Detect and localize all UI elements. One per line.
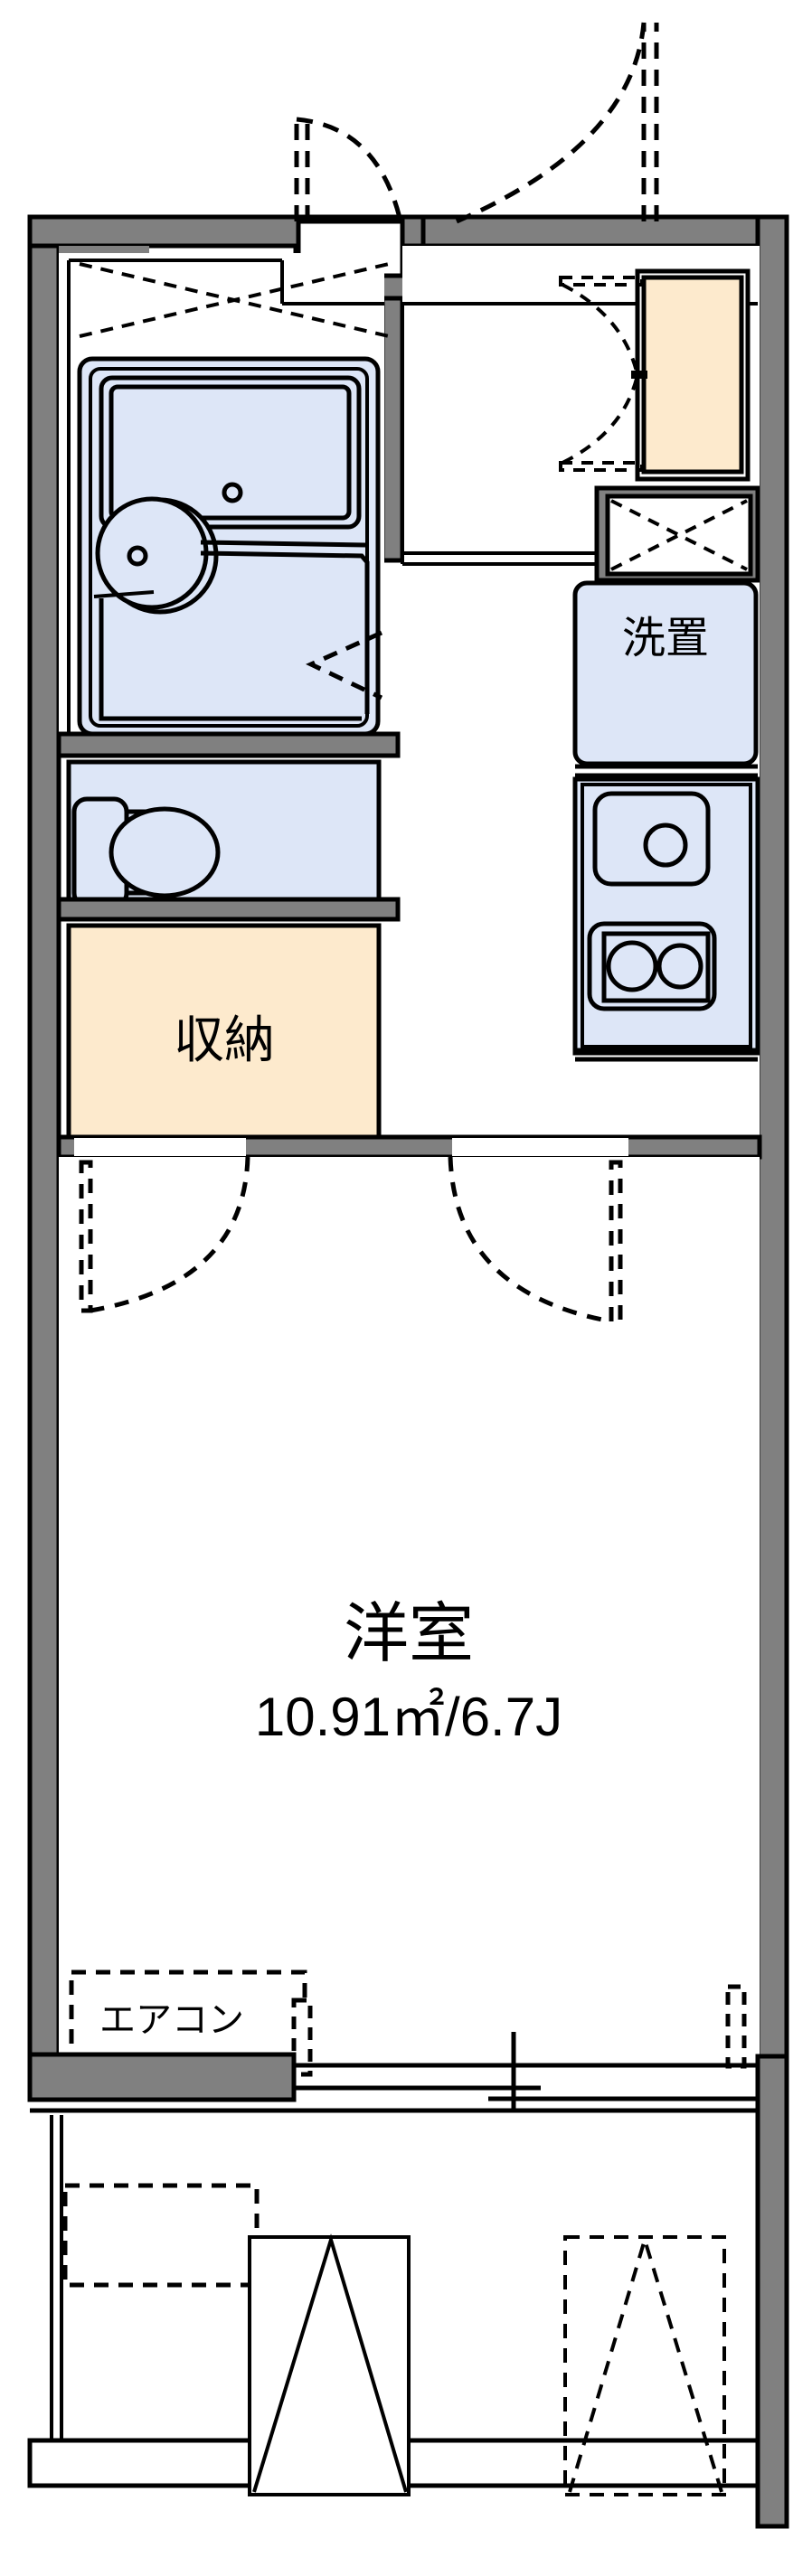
basin-drain-icon xyxy=(127,545,148,567)
room-door-right-swing xyxy=(448,1156,623,1324)
kitchen-counter xyxy=(572,764,760,1062)
entry-closet xyxy=(559,268,751,482)
washer-label: 洗置 xyxy=(622,615,709,663)
main-room: 洋室 10.91㎡/6.7J エアコン xyxy=(59,1156,760,2077)
ladder-hatch-icon xyxy=(252,2233,408,2493)
aircon-label: エアコン xyxy=(99,2000,244,2040)
bath-toilet-divider-wall xyxy=(56,731,401,758)
bath-door-swing xyxy=(79,262,390,338)
entry-closet-door-handle xyxy=(631,371,647,379)
bath-entry-arrow-icon xyxy=(306,630,383,700)
upper-cabinet xyxy=(594,485,760,583)
upper-cabinet-hatch-icon xyxy=(610,499,748,571)
aircon-sleeve-right xyxy=(725,1984,747,2069)
room-door-right-opening xyxy=(452,1138,628,1156)
room-area-label: 10.91㎡/6.7J xyxy=(255,1687,562,1747)
exterior-walls xyxy=(27,214,789,2059)
sink-drain-icon xyxy=(643,823,688,868)
bathroom-unit xyxy=(59,253,390,741)
balcony-window-wall xyxy=(27,2032,758,2348)
balcony xyxy=(27,2054,789,2529)
aircon-marker: エアコン xyxy=(69,1970,747,2077)
burner-right-icon xyxy=(656,943,703,990)
burner-left-icon xyxy=(606,940,658,992)
entry-closet-door-swing xyxy=(559,276,644,472)
storage-label: 収納 xyxy=(174,1011,275,1068)
balcony-equipment-solid xyxy=(248,2233,411,2496)
entrance-door-swing xyxy=(294,22,659,224)
toilet-storage-divider-wall xyxy=(56,897,401,922)
washer-space: 洗置 xyxy=(572,580,759,766)
storage-closet: 収納 xyxy=(66,923,382,1143)
balcony-side-wall xyxy=(755,2054,789,2529)
room-door-left-opening xyxy=(74,1138,246,1156)
bath-drain-icon xyxy=(222,482,243,503)
toilet-room xyxy=(66,759,382,908)
room-door-left-swing xyxy=(79,1156,250,1313)
balcony-escape-hatch xyxy=(563,2233,726,2496)
room-name-label: 洋室 xyxy=(344,1598,474,1670)
